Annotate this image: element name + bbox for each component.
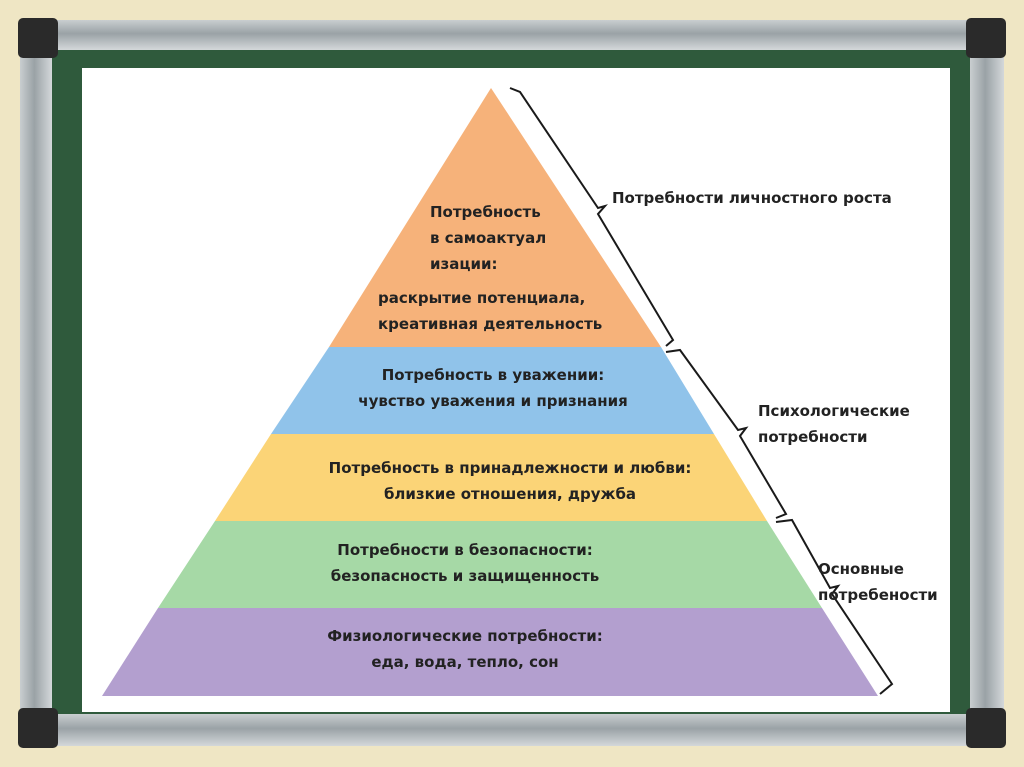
frame-corner — [18, 18, 58, 58]
level-title: Потребности в безопасности: — [337, 541, 593, 559]
board-frame-top — [40, 20, 984, 50]
board-frame-left — [20, 40, 52, 730]
level-esteem-label: Потребность в уважении: чувство уважения… — [310, 362, 676, 414]
group-label-line: Потребности личностного роста — [612, 189, 892, 207]
level-title-line: Потребность — [430, 203, 541, 221]
level-safety-label: Потребности в безопасности: безопасность… — [280, 537, 650, 589]
level-detail-line: раскрытие потенциала, — [378, 289, 586, 307]
group-growth-label: Потребности личностного роста — [612, 185, 892, 211]
pyramid-level-belonging — [215, 434, 767, 521]
level-detail: близкие отношения, дружба — [383, 485, 637, 503]
frame-corner — [966, 708, 1006, 748]
level-title-line: изации: — [430, 255, 498, 273]
pyramid-level-physiological — [102, 608, 878, 696]
level-self-actualization-title: Потребность в самоактуал изации: — [430, 199, 546, 277]
bracket-growth — [509, 87, 675, 347]
pyramid-level-esteem — [271, 347, 714, 434]
pyramid-level-self-actualization — [329, 88, 661, 347]
level-physiological-label: Физиологические потребности: еда, вода, … — [280, 623, 650, 675]
level-detail: еда, вода, тепло, сон — [371, 653, 559, 671]
group-label-line: Основные — [818, 560, 904, 578]
level-title: Физиологические потребности: — [327, 627, 603, 645]
level-self-actualization-detail: раскрытие потенциала, креативная деятель… — [378, 285, 602, 337]
frame-corner — [966, 18, 1006, 58]
board-frame-right — [970, 40, 1004, 730]
level-title: Потребность в уважении: — [381, 366, 605, 384]
group-basic-label: Основные потребености — [818, 556, 938, 608]
pyramid-level-safety — [158, 521, 822, 608]
level-title: Потребность в принадлежности и любви: — [328, 459, 692, 477]
level-title-line: в самоактуал — [430, 229, 547, 247]
level-belonging-label: Потребность в принадлежности и любви: бл… — [280, 455, 740, 507]
group-label-line: потребености — [818, 586, 938, 604]
level-detail: безопасность и защищенность — [330, 567, 600, 585]
level-detail: чувство уважения и признания — [358, 392, 628, 410]
group-psychological-label: Психологические потребности — [758, 398, 910, 450]
level-detail-line: креативная деятельность — [378, 315, 603, 333]
bracket-psychological — [665, 348, 788, 519]
board-frame-bottom — [40, 714, 984, 746]
frame-corner — [18, 708, 58, 748]
group-label-line: Психологические — [758, 402, 910, 420]
group-label-line: потребности — [758, 428, 868, 446]
bracket-basic — [775, 518, 894, 695]
